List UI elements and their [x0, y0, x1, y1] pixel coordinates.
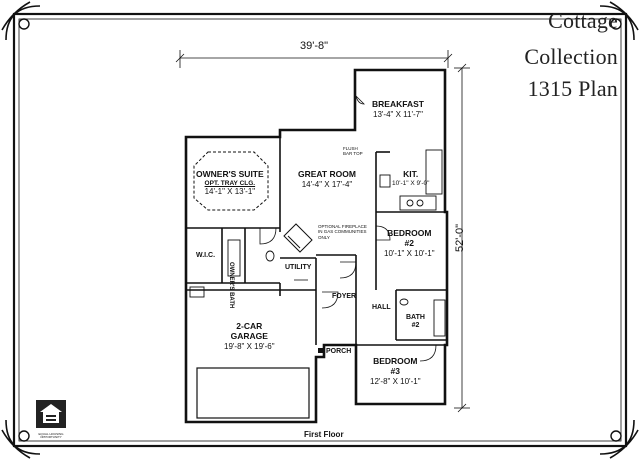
tray-ceiling-outline [193, 151, 269, 211]
breakfast-label: BREAKFAST 13'-4" X 11'-7" [372, 99, 424, 119]
overall-width-dimension: 39'-8" [300, 40, 329, 52]
fireplace [283, 223, 313, 253]
fireplace-note-line-1: OPTIONAL FIREPLACE [318, 224, 367, 229]
bedroom-2-size: 10'-1" X 10'-1" [384, 248, 435, 258]
breakfast-name: BREAKFAST [372, 99, 424, 109]
door-swings [259, 95, 437, 362]
owners-bath-label: OWNER'S BATH [228, 262, 234, 309]
bedroom-3-size: 12'-8" X 10'-1" [370, 376, 421, 386]
bedroom-2-name: BEDROOM [387, 228, 432, 238]
equal-housing-logo: EQUAL HOUSING OPPORTUNITY [36, 400, 66, 439]
dimension-lines [175, 50, 470, 413]
porch-label: PORCH [326, 348, 352, 355]
fireplace-note-line-3: ONLY [318, 234, 330, 240]
flush-bar-line-1: FLUSH [343, 146, 358, 151]
bath-2-label: BATH #2 [406, 314, 425, 330]
equal-housing-text: EQUAL HOUSING OPPORTUNITY [38, 432, 64, 439]
bedroom-2-label: BEDROOM #2 10'-1" X 10'-1" [384, 228, 435, 258]
utility-label: UTILITY [285, 264, 312, 271]
owners-suite-label: OWNER'S SUITE OPT. TRAY CLG. 14'-1" X 13… [196, 169, 264, 197]
kitchen-size: 10'-1" X 9'-0" [392, 179, 430, 187]
wic-label: W.I.C. [196, 252, 216, 259]
kitchen-name: KIT. [403, 169, 419, 179]
bedroom-2-number: #2 [404, 237, 414, 248]
owners-suite-name: OWNER'S SUITE [196, 169, 264, 179]
flush-bar-line-2: BAR TOP [343, 151, 363, 157]
owners-suite-size: 14'-1" X 13'-1" [204, 187, 256, 197]
great-room-label: GREAT ROOM 14'-4" X 17'-4" [298, 169, 356, 189]
plan-title-line-3: 1315 Plan [527, 76, 618, 101]
fireplace-note: OPTIONAL FIREPLACE IN GAS COMMUNITIES ON… [318, 224, 367, 240]
plan-title-line-1: Cottage [548, 8, 618, 33]
bath-2-number: #2 [411, 322, 420, 330]
garage-name: 2-CAR [236, 321, 263, 331]
kitchen-label: KIT. 10'-1" X 9'-0" [392, 169, 430, 187]
great-room-name: GREAT ROOM [298, 169, 356, 179]
owners-suite-note: OPT. TRAY CLG. [204, 179, 256, 187]
bedroom-3-label: BEDROOM #3 12'-8" X 10'-1" [370, 356, 421, 386]
garage-name-2: GARAGE [230, 330, 268, 341]
bath-2-name: BATH [406, 314, 425, 321]
garage-size: 19'-8" X 19'-6" [224, 341, 275, 351]
hall-label: HALL [372, 304, 391, 311]
fireplace-note-line-2: IN GAS COMMUNITIES [318, 229, 367, 235]
bedroom-3-name: BEDROOM [373, 356, 418, 366]
foyer-label: FOYER [332, 293, 357, 300]
great-room-size: 14'-4" X 17'-4" [301, 179, 353, 189]
kitchen-fixtures [379, 149, 443, 211]
bath-fixtures [189, 239, 446, 337]
bedroom-3-number: #3 [390, 365, 400, 376]
flush-bar-note: FLUSH BAR TOP [343, 146, 363, 157]
garage-door [196, 367, 310, 419]
porch-column [318, 348, 323, 353]
garage-label: 2-CAR GARAGE 19'-8" X 19'-6" [224, 321, 275, 351]
overall-depth-dimension: 52'-0" [454, 223, 467, 253]
equal-housing-icon [36, 400, 66, 428]
plan-title-line-2: Collection [524, 44, 618, 69]
breakfast-size: 13'-4" X 11'-7" [373, 109, 423, 119]
floor-caption: First Floor [304, 430, 344, 439]
